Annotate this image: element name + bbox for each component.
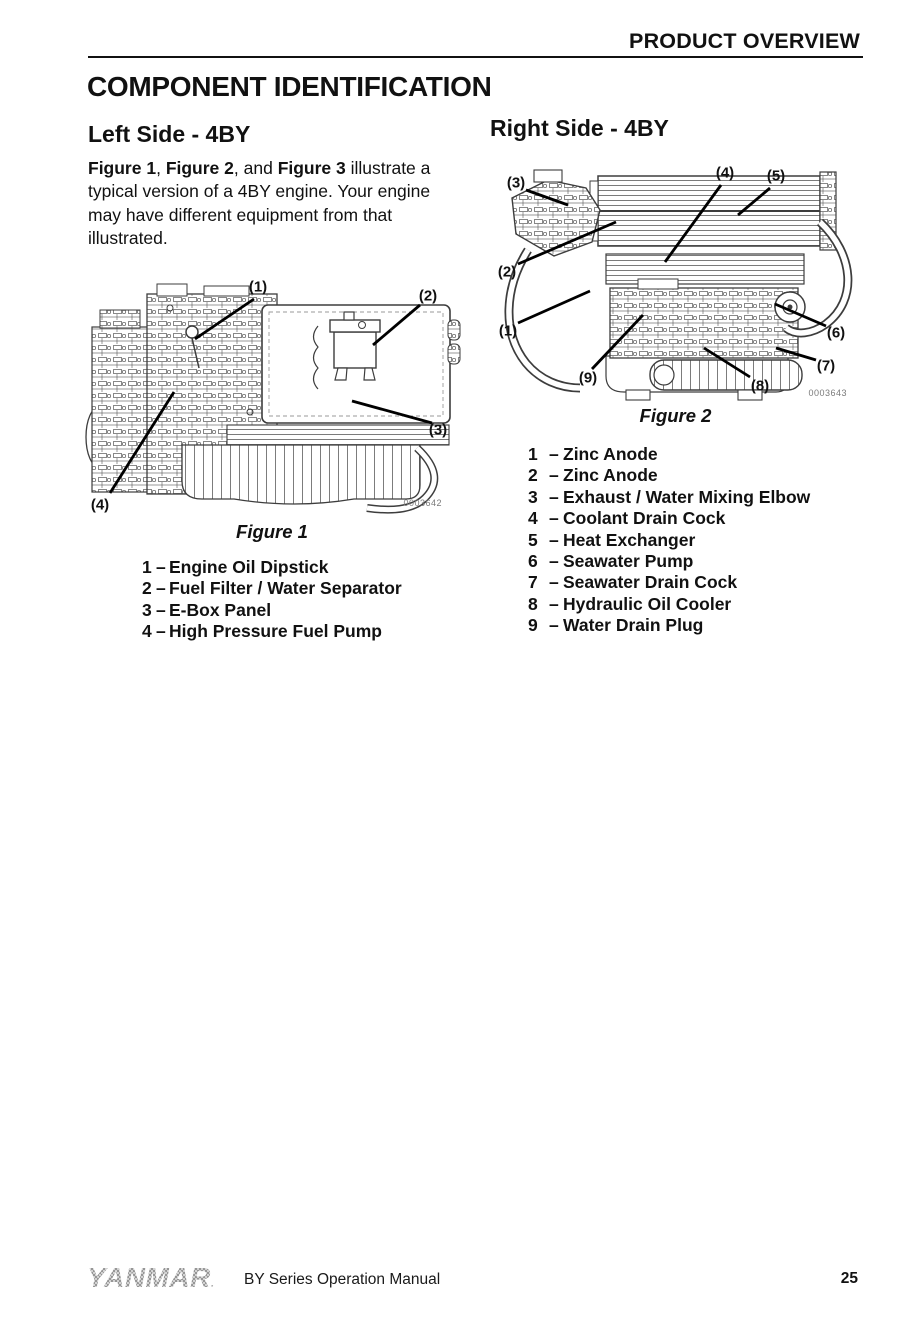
list-item: 5–Heat Exchanger (528, 529, 696, 550)
figure2-callout-2: (2) (497, 263, 517, 281)
list-item: 4–Coolant Drain Cock (528, 508, 726, 529)
figure1-callout-2: (2) (418, 287, 438, 305)
figure2-callout-5: (5) (766, 167, 786, 185)
list-item: 4–High Pressure Fuel Pump (142, 621, 382, 642)
footer-manual-title: BY Series Operation Manual (244, 1271, 441, 1288)
list-item: 2–Zinc Anode (528, 465, 658, 486)
figure1-parts-list: 1–Engine Oil Dipstick 2–Fuel Filter / Wa… (142, 557, 402, 643)
page-header: PRODUCT OVERVIEW (629, 29, 860, 53)
figure1-callout-3: (3) (428, 421, 448, 439)
list-item: 9–Water Drain Plug (528, 615, 704, 636)
list-item: 3–E-Box Panel (142, 599, 272, 620)
figure2-callout-7: (7) (816, 357, 836, 375)
figure2-parts-list: 1–Zinc Anode 2–Zinc Anode 3–Exhaust / Wa… (528, 444, 810, 637)
intro-figure2-ref: Figure 2 (165, 158, 234, 178)
list-item: 8–Hydraulic Oil Cooler (528, 593, 732, 614)
right-column-heading: Right Side - 4BY (490, 115, 669, 141)
section-title: COMPONENT IDENTIFICATION (87, 71, 492, 102)
figure1-engine-drawing (85, 283, 461, 514)
intro-figure3-ref: Figure 3 (277, 158, 346, 178)
figure2-callout-3: (3) (506, 174, 526, 192)
intro-paragraph: Figure 1, Figure 2, and Figure 3 illustr… (88, 158, 431, 249)
figure1-callout-1: (1) (248, 278, 268, 296)
intro-figure1-ref: Figure 1 (88, 158, 157, 178)
list-item: 2–Fuel Filter / Water Separator (142, 578, 402, 599)
figure2-callout-1: (1) (498, 322, 518, 340)
list-item: 3–Exhaust / Water Mixing Elbow (528, 486, 811, 507)
page-number: 25 (840, 1270, 858, 1287)
figure1-caption: Figure 1 (236, 521, 308, 542)
figure1-code: 0003642 (403, 498, 442, 508)
logo-trademark-dot: . (210, 1276, 215, 1290)
figure2-callout-8: (8) (750, 377, 770, 395)
figure-2: (1) (2) (3) (4) (5) (6) (7) (8) (9) 0003… (488, 158, 863, 403)
figure2-callout-9: (9) (578, 369, 598, 387)
figure2-callout-6: (6) (826, 324, 846, 342)
list-item: 1–Engine Oil Dipstick (142, 557, 329, 577)
list-item: 7–Seawater Drain Cock (528, 572, 738, 593)
figure2-engine-drawing (504, 169, 853, 401)
figure1-callout-4: (4) (90, 496, 110, 514)
yanmar-logo: YANMAR. (87, 1262, 215, 1293)
figure2-code: 0003643 (808, 388, 847, 398)
figure2-callout-4: (4) (715, 164, 735, 182)
figure-1: (1) (2) (3) (4) 0003642 (82, 272, 462, 517)
list-item: 1–Zinc Anode (528, 444, 658, 464)
figure2-caption: Figure 2 (639, 405, 712, 426)
list-item: 6–Seawater Pump (528, 550, 694, 571)
header-rule (88, 56, 863, 58)
left-column-heading: Left Side - 4BY (88, 121, 251, 147)
